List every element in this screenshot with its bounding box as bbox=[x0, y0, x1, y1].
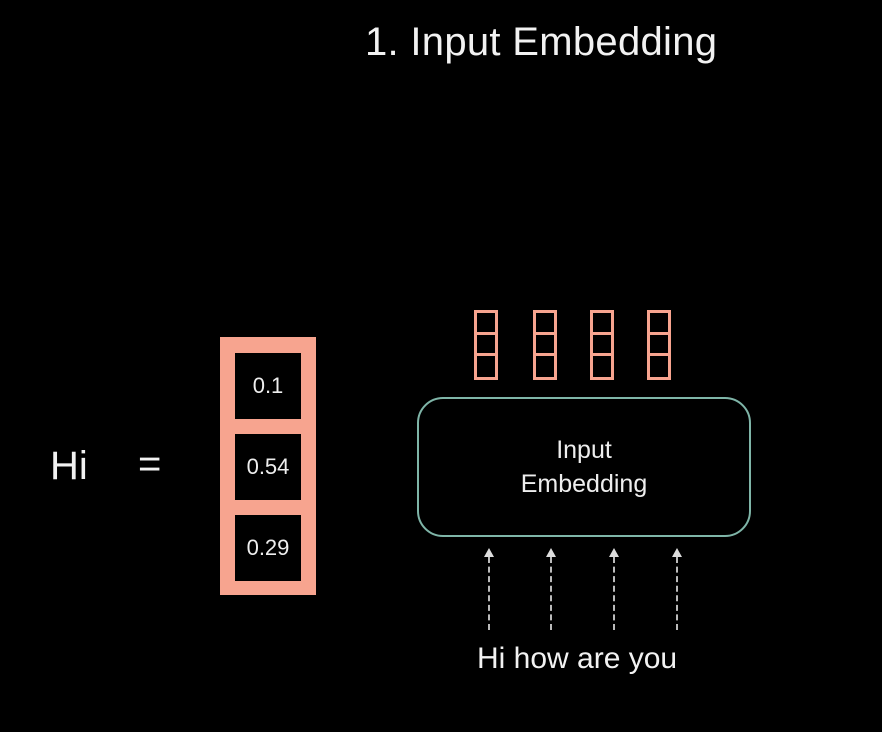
input-arrow-icon bbox=[670, 548, 684, 630]
output-vector-icon bbox=[474, 310, 498, 380]
embedding-vector: 0.1 0.54 0.29 bbox=[220, 337, 316, 595]
input-sentence: Hi how are you bbox=[477, 642, 678, 675]
equals-sign: = bbox=[138, 442, 162, 486]
output-vector-icon bbox=[533, 310, 557, 380]
output-vector-icon bbox=[647, 310, 671, 380]
input-embedding-block: Input Embedding bbox=[417, 397, 751, 537]
token-word: Hi bbox=[50, 444, 88, 488]
slide-title: 1. Input Embedding bbox=[365, 20, 718, 64]
input-arrow-icon bbox=[544, 548, 558, 630]
vector-cell: 0.1 bbox=[235, 353, 301, 419]
input-arrow-icon bbox=[607, 548, 621, 630]
vector-cell: 0.29 bbox=[235, 515, 301, 581]
input-embedding-label: Input Embedding bbox=[520, 436, 648, 498]
output-vector-icon bbox=[590, 310, 614, 380]
input-arrow-icon bbox=[482, 548, 496, 630]
vector-cell: 0.54 bbox=[235, 434, 301, 500]
